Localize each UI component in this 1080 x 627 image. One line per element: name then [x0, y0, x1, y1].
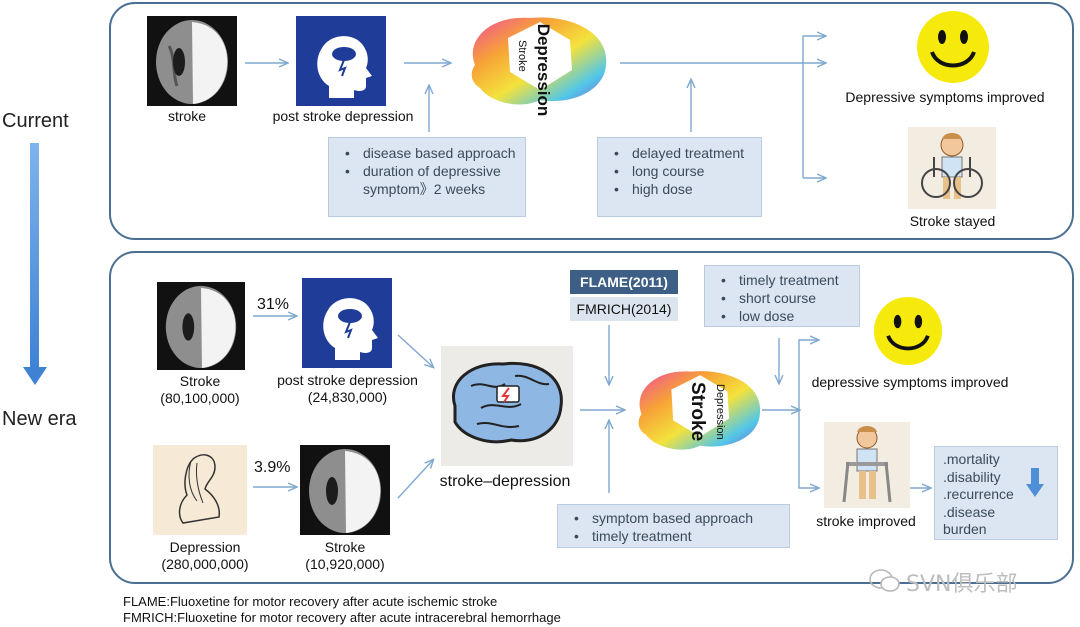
pct-bottom: 3.9% — [254, 459, 291, 476]
new-depression-label: Depression — [169, 539, 241, 555]
outcome-item: .recurrence — [943, 486, 1014, 502]
note-item: high dose — [604, 180, 755, 198]
note-item: timely treatment — [564, 527, 783, 545]
pct-top: 31% — [257, 296, 290, 313]
note-item: low dose — [711, 307, 853, 325]
note-item: duration of depressive symptom》2 weeks — [335, 162, 519, 198]
new-treatment-note: timely treatment short course low dose — [704, 265, 860, 327]
note-item: short course — [711, 289, 853, 307]
wechat-icon — [869, 569, 900, 592]
current-stroke-label: stroke — [167, 108, 207, 124]
current-approach-note: disease based approach duration of depre… — [328, 137, 526, 217]
current-psd-label: post stroke depression — [272, 108, 414, 124]
current-outcome-top: Depressive symptoms improved — [845, 89, 1045, 105]
watermark-text: SVN俱乐部 — [906, 572, 1018, 597]
smiley-icon — [873, 296, 943, 366]
note-item: long course — [604, 162, 755, 180]
smiley-icon — [917, 11, 989, 83]
current-outcome-bottom: Stroke stayed — [909, 213, 996, 229]
brain-scan-stroke-image — [157, 282, 245, 370]
timeline-arrow — [23, 143, 47, 385]
outcome-item: .mortality — [943, 451, 1000, 467]
new-approach-note: symptom based approach timely treatment — [557, 504, 790, 548]
new-depression-count: (280,000,000) — [161, 556, 249, 572]
note-item: disease based approach — [335, 144, 519, 162]
legend-flame: FLAME:Fluoxetine for motor recovery afte… — [123, 594, 498, 609]
note-item: symptom based approach — [564, 509, 783, 527]
brain-small-label: Depression — [714, 384, 726, 440]
note-item: delayed treatment — [604, 144, 755, 162]
head-depression-icon — [296, 16, 386, 106]
new-stroke2-count: (10,920,000) — [305, 556, 385, 572]
outcome-item: .disease — [943, 503, 996, 520]
new-outcome-top: depressive symptoms improved — [811, 374, 1009, 390]
stroke-depression-brain-image — [441, 346, 573, 466]
trial-fmrich-badge: FMRICH(2014) — [570, 297, 678, 321]
brain-small-label: Stroke — [516, 40, 528, 72]
brain-scan-stroke-image — [300, 445, 390, 535]
walker-patient-image — [824, 422, 910, 508]
center-label: stroke–depression — [439, 473, 571, 490]
brain-stroke-depression-image: Stroke Depression — [628, 362, 768, 457]
new-stroke-label: Stroke — [179, 373, 221, 389]
brain-big-label: Stroke — [687, 382, 708, 442]
outcome-item: .disability — [943, 468, 1001, 485]
era-label-current: Current — [2, 110, 69, 132]
outcome-item: burden — [943, 521, 987, 537]
down-arrow-icon — [1026, 468, 1044, 497]
new-outcome-bottom: stroke improved — [816, 513, 916, 529]
current-treatment-note: delayed treatment long course high dose — [597, 137, 762, 217]
head-depression-icon — [302, 278, 392, 368]
new-psd-count: (24,830,000) — [307, 389, 388, 405]
new-psd-label: post stroke depression — [277, 372, 418, 388]
wheelchair-patient-image — [908, 127, 996, 209]
era-label-new: New era — [2, 408, 77, 430]
new-stroke-count: (80,100,000) — [160, 390, 240, 406]
trial-flame-badge: FLAME(2011) — [570, 270, 678, 294]
note-item: timely treatment — [711, 271, 853, 289]
brain-scan-stroke-image — [147, 16, 237, 106]
brain-big-label: Depression — [534, 23, 553, 117]
new-stroke2-label: Stroke — [324, 539, 366, 555]
depression-person-image — [153, 445, 247, 535]
brain-depression-stroke-image: Depression Stroke — [460, 10, 615, 116]
legend-fmrich: FMRICH:Fluoxetine for motor recovery aft… — [123, 610, 561, 625]
